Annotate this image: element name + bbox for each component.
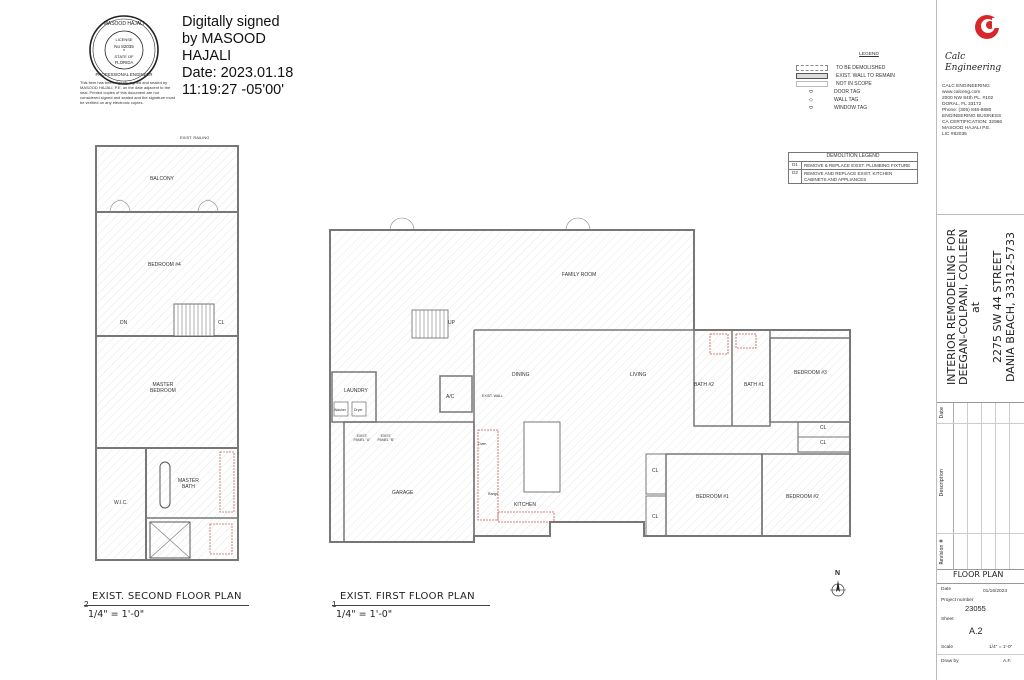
dryer: Dryer: [354, 408, 363, 412]
svg-text:MASOOD HAJALI: MASOOD HAJALI: [104, 21, 145, 27]
legend-item: ⬭DOOR TAG: [808, 89, 861, 95]
title-underline: [84, 605, 249, 606]
washer: Washer: [334, 408, 346, 412]
legend-item: ⬭WINDOW TAG: [808, 105, 868, 111]
first-floor-number: 1: [332, 600, 337, 609]
revision-block: Date Description Revision #: [937, 402, 1024, 570]
room-wic: W.I.C.: [114, 500, 128, 506]
legend-item: EXIST. WALL TO REMAIN: [796, 72, 916, 80]
second-floor-scale: 1/4" = 1'-0": [88, 609, 145, 620]
legend-item: NOT IN SCOPE: [796, 80, 916, 88]
project-number-label: Project number: [941, 598, 974, 603]
legend-title: LEGEND: [859, 52, 879, 57]
engineer-seal: MASOOD HAJALI PROFESSIONAL ENGINEER LICE…: [88, 14, 160, 86]
date-value: 01/16/2023: [983, 589, 1008, 594]
north-arrow-icon: [828, 570, 848, 600]
revision-number-label: Revision #: [940, 539, 945, 565]
revision-description-label: Description: [940, 469, 945, 497]
closet: CL: [820, 440, 827, 446]
closet: CL: [652, 514, 659, 520]
first-floor-plan: FAMILY ROOM UP DINING LIVING LAUNDRY Was…: [314, 206, 862, 566]
drawn-by-label: Draw by: [941, 659, 959, 664]
room-ac: A/C: [446, 394, 455, 400]
svg-text:STATE OF: STATE OF: [115, 54, 135, 59]
stair-up: UP: [448, 320, 455, 326]
legend-item: TO BE DEMOLISHED: [796, 64, 916, 72]
closet: CL: [820, 425, 827, 431]
room-bedroom-1: BEDROOM #1: [696, 494, 729, 500]
room-bedroom-4: BEDROOM #4: [148, 262, 181, 268]
first-floor-title: EXIST. FIRST FLOOR PLAN: [340, 591, 475, 602]
date-label: Date: [941, 587, 952, 592]
demolition-legend-title: DEMOLITION LEGEND: [789, 153, 917, 162]
digital-signature: Digitally signed by MASOOD HAJALI Date: …: [182, 14, 322, 99]
room-family-room: FAMILY ROOM: [562, 272, 597, 278]
divider: [937, 214, 1024, 215]
room-garage: GARAGE: [392, 490, 414, 496]
second-floor-title: EXIST. SECOND FLOOR PLAN: [92, 591, 242, 602]
north-label: N: [835, 570, 841, 577]
title-block: Calc Engineering CALC ENGINEERING www.ca…: [936, 0, 1024, 680]
company-name: Calc Engineering: [945, 52, 1002, 73]
signature-time: 11:19:27 -05'00': [182, 82, 285, 98]
second-floor-top-note: EXIST. RAILING: [180, 135, 210, 140]
project-number-value: 23055: [965, 604, 986, 613]
signature-date: Date: 2023.01.18: [182, 65, 294, 81]
exist-wall-note: EXIST. WALL: [482, 394, 504, 398]
company-logo: [973, 10, 1001, 44]
stair-down: DN: [120, 320, 128, 326]
room-bath-1: BATH #1: [744, 382, 764, 388]
room-bath-2: BATH #2: [694, 382, 714, 388]
second-floor-number: 2: [84, 600, 89, 609]
sheet-value: A.2: [969, 626, 983, 636]
second-floor-plan: EXIST. RAILING BALCONY BEDROOM #4 DN CL …: [90, 132, 250, 572]
sheet-label: Sheet: [941, 617, 954, 622]
room-bedroom-3: BEDROOM #3: [794, 370, 827, 376]
legend-item: ◇WALL TAG: [809, 97, 859, 103]
first-floor-scale: 1/4" = 1'-0": [336, 609, 393, 620]
title-underline: [332, 605, 490, 606]
demolition-legend: DEMOLITION LEGEND D1 REMOVE & REPLACE EX…: [788, 152, 918, 184]
svg-text:PROFESSIONAL ENGINEER: PROFESSIONAL ENGINEER: [96, 72, 153, 77]
signature-line: Digitally signed: [182, 14, 280, 30]
closet: CL: [218, 320, 225, 326]
sheet-title: FLOOR PLAN: [953, 570, 1004, 579]
company-details: CALC ENGINEERING www.calceng.com 2000 NW…: [942, 84, 1003, 137]
legend: LEGEND TO BE DEMOLISHED EXIST. WALL TO R…: [796, 52, 916, 112]
svg-text:*: *: [123, 49, 125, 55]
room-kitchen: KITCHEN: [514, 502, 536, 508]
svg-text:No 82035: No 82035: [114, 44, 134, 49]
signature-line: by MASOOD: [182, 31, 266, 47]
svg-text:FLORIDA: FLORIDA: [115, 60, 134, 65]
drawn-by-value: A.F.: [1003, 659, 1012, 664]
room-master-bedroom: MASTER BEDROOM: [150, 382, 176, 394]
demolition-row: D2 REMOVE AND REPLACE EXIST. KITCHEN CAB…: [789, 170, 917, 183]
room-balcony: BALCONY: [150, 176, 174, 182]
panel-b: EXIST. PANEL "B": [377, 434, 395, 442]
closet: CL: [652, 468, 659, 474]
room-bedroom-2: BEDROOM #2: [786, 494, 819, 500]
scale-value: 1/4" = 1'-0": [989, 645, 1013, 650]
room-master-bath: MASTER BATH: [178, 478, 199, 490]
demolition-row: D1 REMOVE & REPLACE EXIST. PLUMBING FIXT…: [789, 161, 917, 170]
range: Range: [488, 492, 499, 496]
room-laundry: LAUNDRY: [344, 388, 368, 394]
oven: Oven: [478, 442, 487, 446]
svg-text:LICENSE: LICENSE: [115, 37, 132, 42]
project-info: INTERIOR REMODELING FOR DEEGAN-COLPANI, …: [944, 228, 1017, 386]
revision-date-label: Date: [940, 407, 945, 419]
scale-label: Scale: [941, 645, 953, 650]
signature-line: HAJALI: [182, 48, 232, 64]
room-living: LIVING: [630, 372, 647, 378]
room-dining: DINING: [512, 372, 530, 378]
seal-note: This item has been digitally signed and …: [80, 80, 175, 105]
panel-a: EXIST. PANEL "A": [353, 434, 371, 442]
